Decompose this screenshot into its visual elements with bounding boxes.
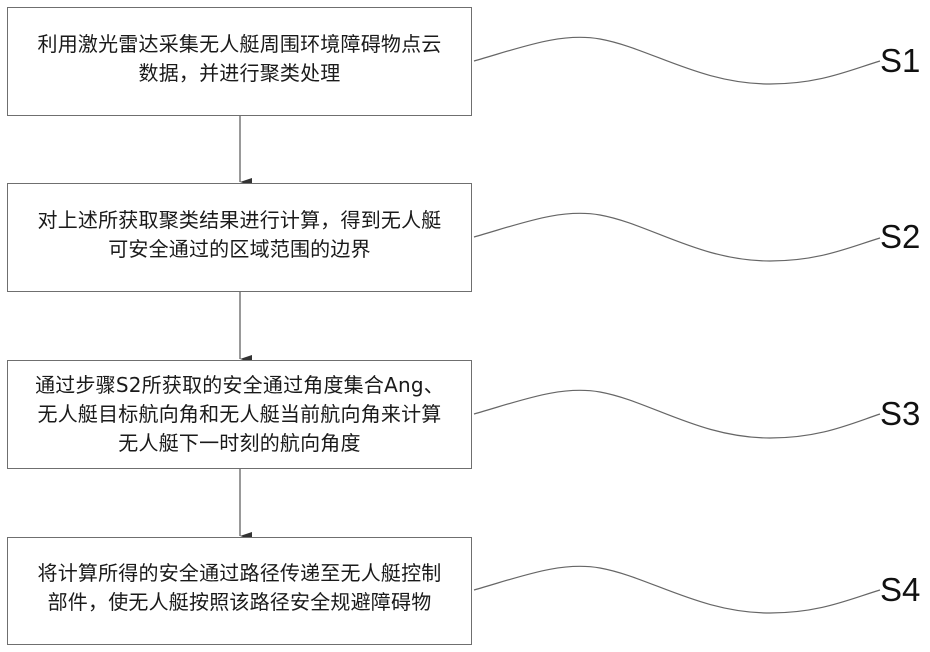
step-box-s4: 将计算所得的安全通过路径传递至无人艇控制 部件，使无人艇按照该路径安全规避障碍物 (7, 537, 472, 645)
leader-line-s4 (473, 565, 881, 614)
step-label-s1: S1 (880, 42, 921, 79)
step-box-s1: 利用激光雷达采集无人艇周围环境障碍物点云 数据，并进行聚类处理 (7, 7, 472, 116)
step-text-line: 数据，并进行聚类处理 (138, 60, 341, 85)
step-text-line: 无人艇目标航向角和无人艇当前航向角来计算 (37, 402, 442, 426)
step-text-line: 可安全通过的区域范围的边界 (108, 236, 371, 261)
step-text-line: 无人艇下一时刻的航向角度 (118, 431, 361, 455)
leader-line-s1 (473, 36, 881, 85)
leader-line-s3 (473, 389, 881, 439)
step-box-s2: 对上述所获取聚类结果进行计算，得到无人艇 可安全通过的区域范围的边界 (7, 183, 472, 292)
step-box-s3: 通过步骤S2所获取的安全通过角度集合Ang、 无人艇目标航向角和无人艇当前航向角… (7, 360, 472, 469)
step-text-line: 对上述所获取聚类结果进行计算，得到无人艇 (37, 207, 442, 232)
step-text-line: 通过步骤S2所获取的安全通过角度集合Ang、 (35, 373, 444, 397)
step-label-s4: S4 (880, 571, 921, 608)
step-label-s2: S2 (880, 218, 921, 255)
step-label-s3: S3 (880, 395, 921, 432)
leader-line-s2 (473, 212, 881, 262)
step-text-line: 将计算所得的安全通过路径传递至无人艇控制 (37, 561, 442, 585)
step-text-line: 利用激光雷达采集无人艇周围环境障碍物点云 (37, 31, 442, 56)
step-text-line: 部件，使无人艇按照该路径安全规避障碍物 (47, 590, 432, 614)
